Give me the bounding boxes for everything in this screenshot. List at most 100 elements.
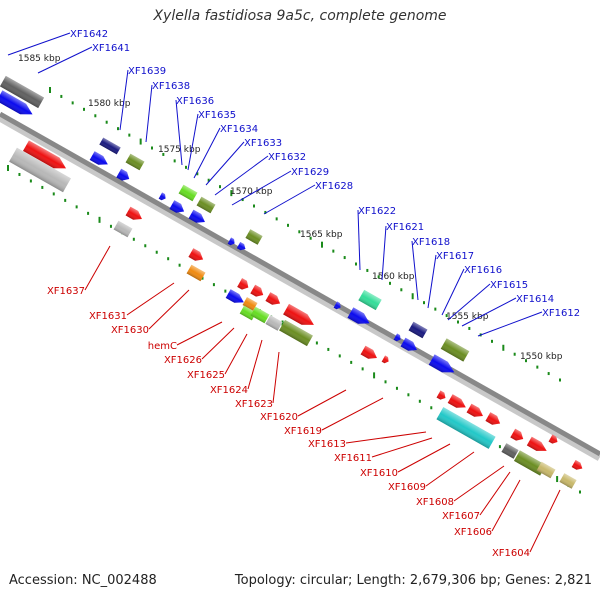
gene-feature xyxy=(178,184,198,202)
gene-feature xyxy=(436,407,496,449)
ruler-tick xyxy=(230,190,233,197)
gene-shading xyxy=(265,315,283,331)
gene-label-forward[interactable]: XF1632 xyxy=(268,152,306,163)
gene-labels: XF1642XF1641XF1639XF1638XF1636XF1635XF16… xyxy=(47,29,580,559)
gene-label-reverse[interactable]: XF1631 xyxy=(89,311,127,322)
gene-label-forward[interactable]: XF1639 xyxy=(128,66,166,77)
gene-shading xyxy=(125,153,145,171)
gene-label-forward[interactable]: XF1628 xyxy=(315,181,353,192)
gene-feature xyxy=(360,345,377,359)
gene-shading xyxy=(23,140,67,169)
gene-feature xyxy=(358,289,382,311)
gene-label-reverse[interactable]: XF1607 xyxy=(442,511,480,522)
accession-text: Accession: NC_002488 xyxy=(9,573,157,588)
ruler-tick xyxy=(434,307,437,311)
gene-feature xyxy=(125,153,145,171)
map-title: Xylella fastidiosa 9a5c, complete genome xyxy=(153,8,447,24)
gene-label-reverse[interactable]: XF1630 xyxy=(111,325,149,336)
gene-label-reverse[interactable]: XF1613 xyxy=(308,439,346,450)
gene-shading xyxy=(265,292,281,305)
gene-feature xyxy=(89,151,108,165)
gene-label-reverse[interactable]: hemC xyxy=(148,341,177,352)
ruler-tick xyxy=(525,359,527,363)
gene-label-forward[interactable]: XF1621 xyxy=(386,222,424,233)
gene-label-reverse[interactable]: XF1611 xyxy=(334,453,372,464)
ruler-tick xyxy=(287,223,289,227)
ruler-tick xyxy=(178,263,181,267)
ruler-tick xyxy=(87,211,90,215)
ruler-tick xyxy=(41,185,44,189)
gene-label-reverse[interactable]: XF1609 xyxy=(388,482,426,493)
leader-line xyxy=(187,113,199,171)
gene-feature xyxy=(0,75,45,109)
gene-shading xyxy=(360,345,377,359)
ruler-tick xyxy=(556,476,559,483)
gene-shading xyxy=(381,355,389,364)
gene-shading xyxy=(333,301,341,310)
gene-label-reverse[interactable]: XF1608 xyxy=(416,497,454,508)
gene-label-reverse[interactable]: XF1624 xyxy=(210,385,248,396)
ruler-tick xyxy=(264,210,267,214)
gene-label-forward[interactable]: XF1629 xyxy=(291,167,329,178)
scale-label: 1555 kbp xyxy=(446,312,489,322)
gene-feature xyxy=(485,412,501,425)
gene-feature xyxy=(510,428,524,441)
ruler-tick xyxy=(173,159,176,163)
gene-label-forward[interactable]: XF1636 xyxy=(176,96,214,107)
gene-shading xyxy=(283,303,314,325)
gene-shading xyxy=(559,473,577,489)
leader-line xyxy=(193,127,221,179)
gene-label-reverse[interactable]: XF1606 xyxy=(454,527,492,538)
gene-shading xyxy=(428,354,455,373)
ruler-tick xyxy=(212,283,215,287)
ruler-tick xyxy=(132,237,135,241)
gene-label-forward[interactable]: XF1622 xyxy=(358,206,396,217)
ruler-tick xyxy=(64,198,67,202)
gene-feature xyxy=(99,137,121,155)
gene-label-reverse[interactable]: XF1620 xyxy=(260,412,298,423)
gene-label-reverse[interactable]: XF1626 xyxy=(164,355,202,366)
gene-shading xyxy=(227,237,235,246)
gene-label-forward[interactable]: XF1614 xyxy=(516,294,554,305)
gene-shading xyxy=(188,209,205,223)
gene-label-forward[interactable]: XF1638 xyxy=(152,81,190,92)
gene-label-reverse[interactable]: XF1604 xyxy=(492,548,530,559)
gene-label-reverse[interactable]: XF1610 xyxy=(360,468,398,479)
gene-feature xyxy=(279,319,313,347)
gene-feature xyxy=(250,284,264,297)
ruler-tick xyxy=(52,192,55,196)
label-leader-lines xyxy=(7,32,561,553)
ruler-tick xyxy=(395,386,398,390)
ruler-tick xyxy=(144,244,147,248)
gene-label-reverse[interactable]: XF1623 xyxy=(235,399,273,410)
gene-label-forward[interactable]: XF1635 xyxy=(198,110,236,121)
gene-feature xyxy=(393,333,401,342)
gene-label-forward[interactable]: XF1634 xyxy=(220,124,258,135)
gene-shading xyxy=(250,306,270,324)
leader-line xyxy=(201,327,235,360)
ruler-tick xyxy=(7,165,9,171)
gene-label-forward[interactable]: XF1618 xyxy=(412,237,450,248)
gene-feature xyxy=(548,434,558,444)
gene-label-forward[interactable]: XF1612 xyxy=(542,308,580,319)
ruler-tick xyxy=(83,107,85,111)
gene-label-forward[interactable]: XF1615 xyxy=(490,280,528,291)
ruler-tick xyxy=(343,256,346,260)
leader-line xyxy=(175,99,183,166)
gene-shading xyxy=(250,284,264,297)
gene-shading xyxy=(99,137,121,155)
gene-label-forward[interactable]: XF1616 xyxy=(464,265,502,276)
gene-shading xyxy=(526,436,547,451)
gene-label-reverse[interactable]: XF1619 xyxy=(284,426,322,437)
gene-label-reverse[interactable]: XF1625 xyxy=(187,370,225,381)
ruler-tick xyxy=(185,165,187,169)
gene-label-forward[interactable]: XF1617 xyxy=(436,251,474,262)
gene-shading xyxy=(548,434,558,444)
gene-label-forward[interactable]: XF1642 xyxy=(70,29,108,40)
gene-shading xyxy=(0,75,45,109)
gene-label-forward[interactable]: XF1633 xyxy=(244,138,282,149)
leader-line xyxy=(7,32,71,56)
gene-label-reverse[interactable]: XF1637 xyxy=(47,286,85,297)
gene-label-forward[interactable]: XF1641 xyxy=(92,43,130,54)
gene-shading xyxy=(186,264,206,282)
